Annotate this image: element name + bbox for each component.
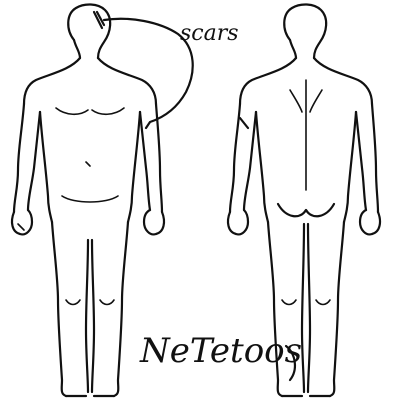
back-head-outline	[284, 4, 326, 58]
front-left-hand	[12, 210, 32, 234]
scars-label: scars	[180, 21, 239, 46]
front-right-hand	[144, 210, 164, 234]
front-head-outline	[68, 4, 110, 58]
back-shoulder-mark	[240, 118, 248, 128]
tattoos-label: NeTetoos	[139, 331, 302, 371]
